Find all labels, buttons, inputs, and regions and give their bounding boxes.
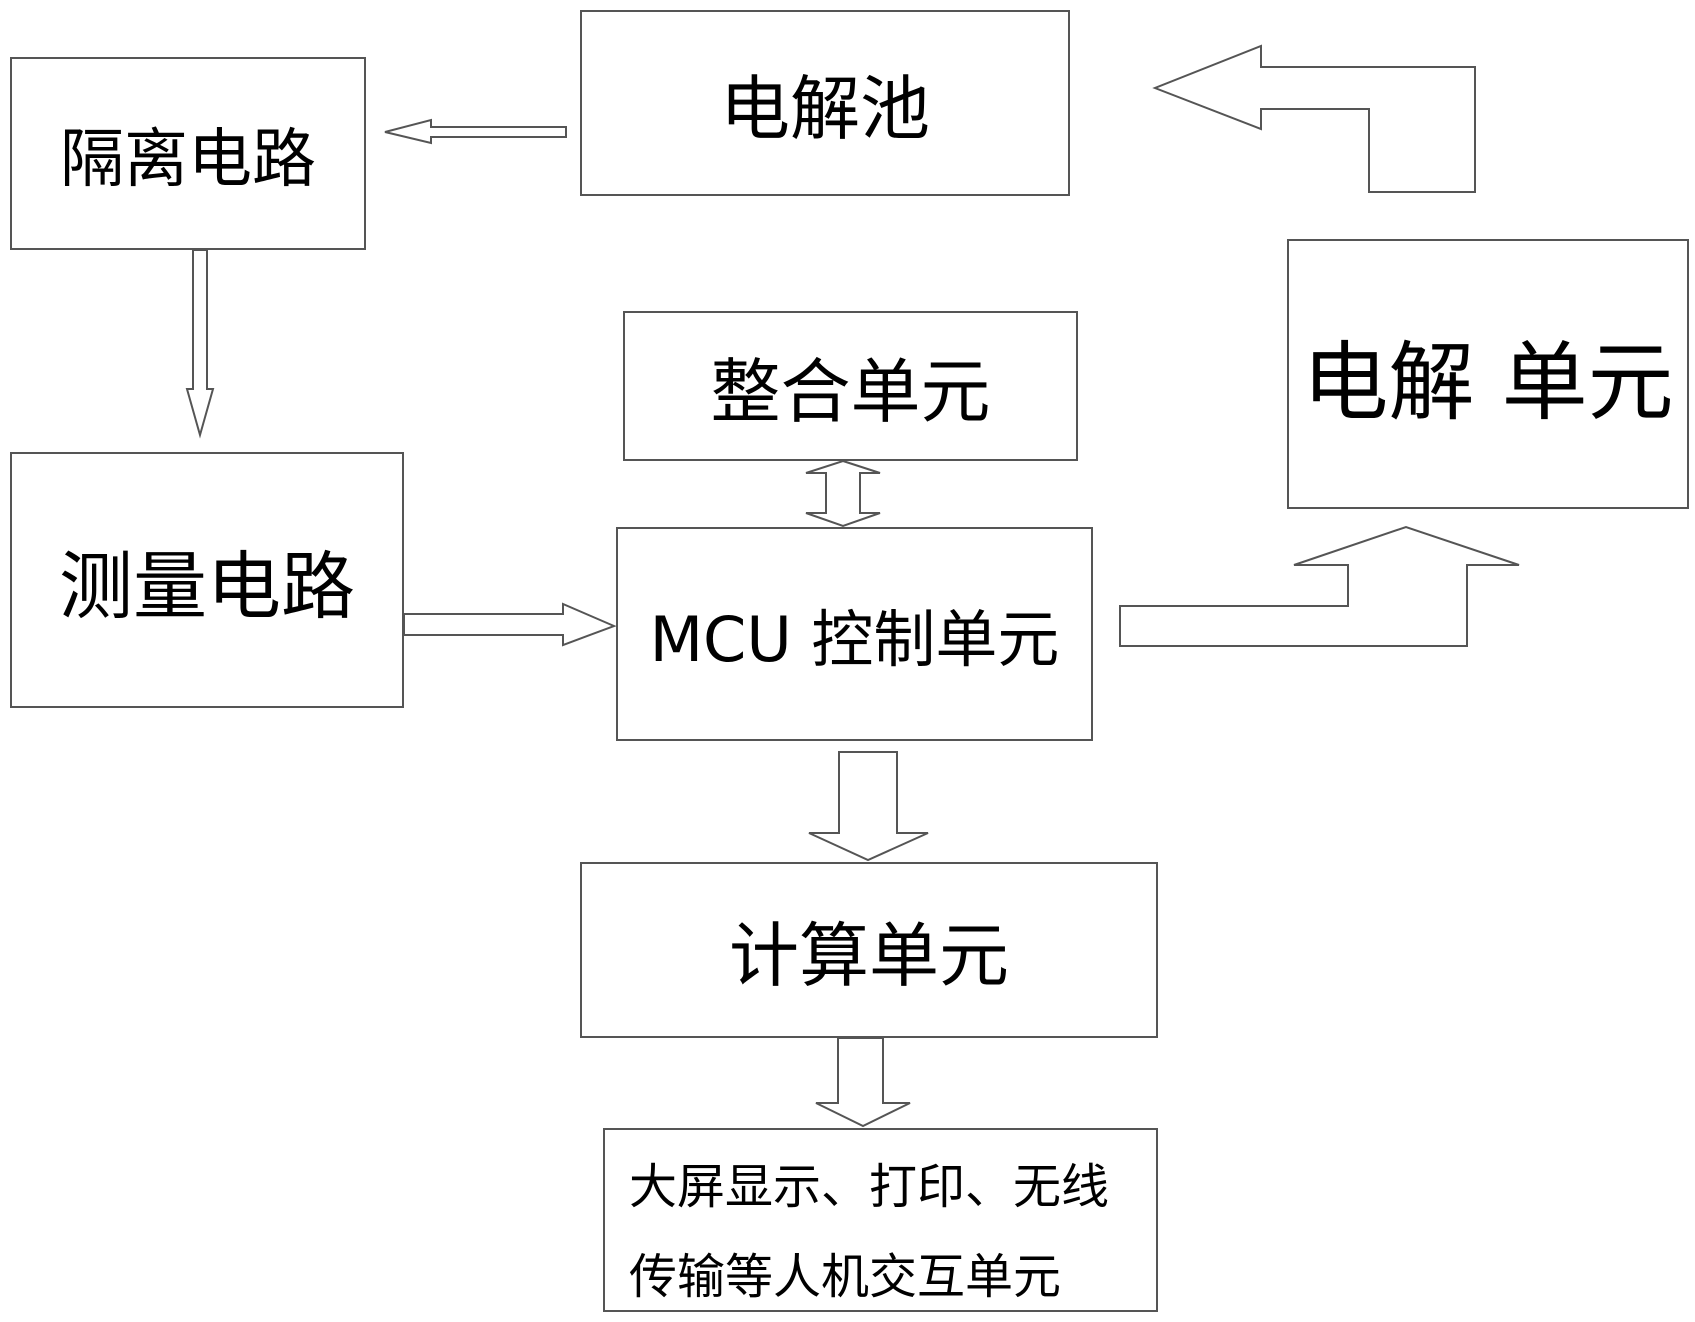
computing-unit-label: 计算单元 xyxy=(729,914,1009,997)
mcu-control-unit-block: MCU 控制单元 xyxy=(616,527,1093,741)
arrow-mcu-to-electrolysis-unit xyxy=(1119,525,1520,647)
arrow-measurement-to-mcu xyxy=(403,602,617,647)
arrow-isolation-to-measurement xyxy=(185,249,215,439)
arrow-integration-mcu-bidirectional xyxy=(805,459,881,528)
measurement-circuit-block: 测量电路 xyxy=(10,452,404,708)
isolation-circuit-block: 隔离电路 xyxy=(10,57,366,250)
measurement-circuit-label: 测量电路 xyxy=(59,543,355,630)
arrow-cell-to-isolation xyxy=(384,118,567,145)
arrow-mcu-to-computing xyxy=(808,751,929,862)
isolation-circuit-label: 隔离电路 xyxy=(60,122,316,197)
electrolysis-unit-block: 电解 单元 xyxy=(1287,239,1689,509)
hmi-unit-label-line1: 大屏显示、打印、无线 xyxy=(629,1159,1110,1215)
hmi-unit-block: 大屏显示、打印、无线 传输等人机交互单元 xyxy=(603,1128,1158,1312)
hmi-unit-label-line2: 传输等人机交互单元 xyxy=(629,1249,1062,1305)
electrolytic-cell-block: 电解池 xyxy=(580,10,1070,196)
integration-unit-label: 整合单元 xyxy=(710,350,991,433)
electrolytic-cell-label: 电解池 xyxy=(720,67,930,150)
mcu-control-unit-label: MCU 控制单元 xyxy=(649,603,1060,676)
arrow-computing-to-hmi xyxy=(815,1037,911,1128)
arrow-electrolysis-unit-to-cell xyxy=(1152,44,1476,193)
integration-unit-block: 整合单元 xyxy=(623,311,1078,461)
computing-unit-block: 计算单元 xyxy=(580,862,1158,1038)
hmi-unit-label: 大屏显示、打印、无线 传输等人机交互单元 xyxy=(605,1130,1109,1322)
electrolysis-unit-label: 电解 单元 xyxy=(1302,332,1674,433)
